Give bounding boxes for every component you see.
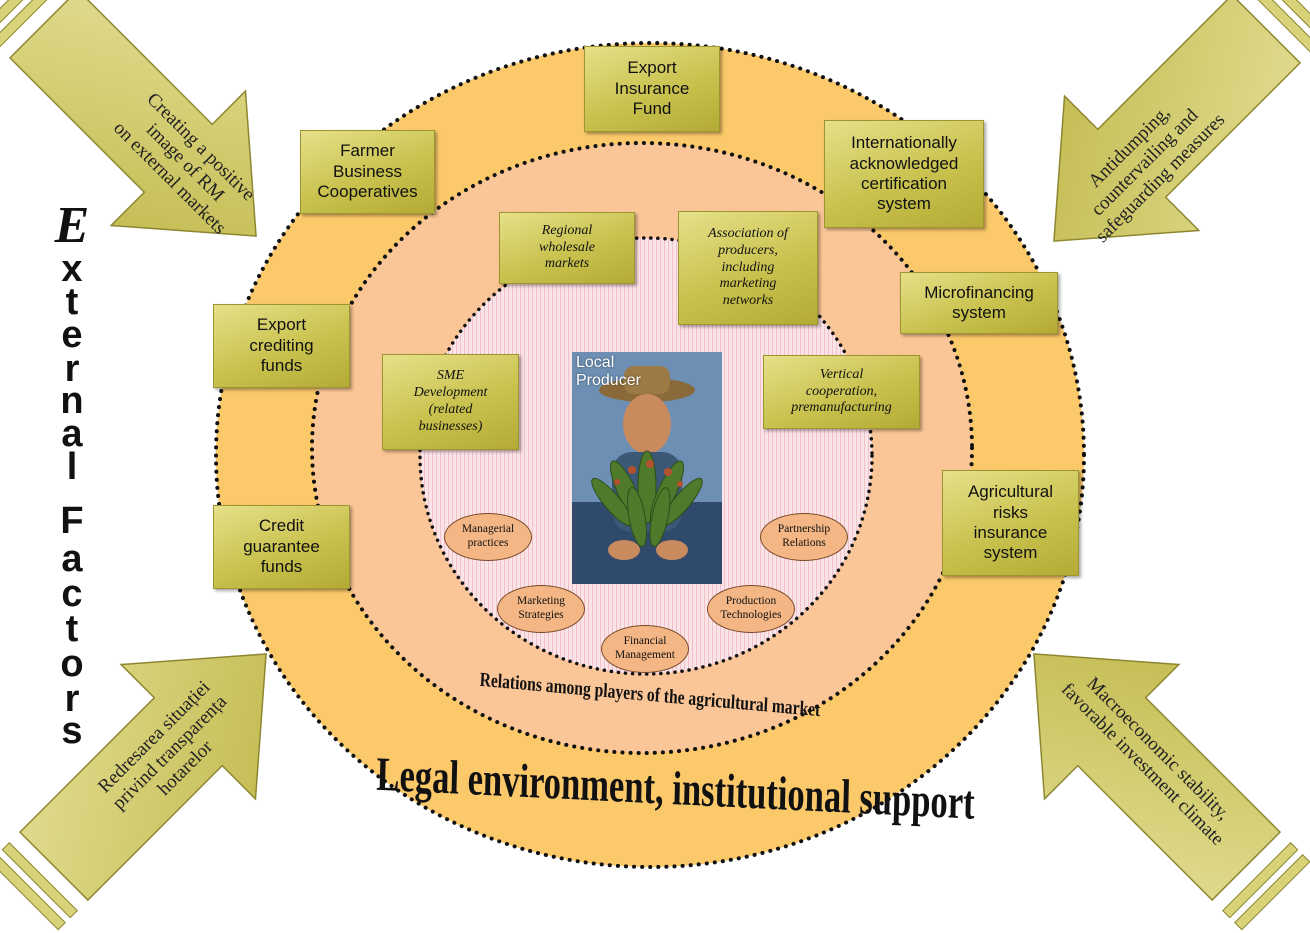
box-export-insurance-fund: Export Insurance Fund bbox=[584, 46, 720, 132]
title-letter: t bbox=[65, 608, 79, 650]
title-letter: r bbox=[64, 348, 80, 390]
box-association-of-producers: Association of producers, including mark… bbox=[678, 211, 818, 325]
box-farmer-business-cooperatives: Farmer Business Cooperatives bbox=[300, 130, 435, 214]
box-sme-development: SME Development (related businesses) bbox=[382, 354, 519, 450]
title-letter: n bbox=[60, 380, 84, 422]
arrow-bottom-left bbox=[0, 653, 267, 931]
oval-managerial-practices: Managerial practices bbox=[444, 513, 532, 561]
title-letter: e bbox=[61, 314, 83, 356]
arrow-top-right bbox=[1053, 0, 1310, 242]
arrow-bottom-right bbox=[1033, 653, 1310, 931]
title-letter: r bbox=[64, 678, 80, 720]
oval-financial-management: Financial Management bbox=[601, 625, 689, 673]
arrow-top-left bbox=[0, 0, 257, 237]
title-letter: t bbox=[65, 281, 79, 323]
box-credit-guarantee-funds: Credit guarantee funds bbox=[213, 505, 350, 589]
title-letter: x bbox=[61, 248, 83, 290]
local-producer-caption: Local Producer bbox=[576, 354, 641, 389]
title-letter: a bbox=[61, 538, 83, 580]
title-letter: F bbox=[60, 500, 84, 542]
oval-partnership-relations: Partnership Relations bbox=[760, 513, 848, 561]
local-producer-photo: Local Producer bbox=[572, 352, 722, 584]
title-letter: c bbox=[61, 573, 83, 615]
title-letter: a bbox=[61, 413, 83, 455]
box-regional-wholesale-markets: Regional wholesale markets bbox=[499, 212, 635, 284]
box-agricultural-risks-insurance: Agricultural risks insurance system bbox=[942, 470, 1079, 576]
box-microfinancing-system: Microfinancing system bbox=[900, 272, 1058, 334]
title-letter: s bbox=[61, 710, 83, 752]
oval-marketing-strategies: Marketing Strategies bbox=[497, 585, 585, 633]
title-letter: o bbox=[60, 643, 84, 685]
box-export-crediting-funds: Export crediting funds bbox=[213, 304, 350, 388]
box-certification-system: Internationally acknowledged certificati… bbox=[824, 120, 984, 228]
box-vertical-cooperation: Vertical cooperation, premanufacturing bbox=[763, 355, 920, 429]
farmer-illustration bbox=[572, 352, 722, 584]
oval-production-technologies: Production Technologies bbox=[707, 585, 795, 633]
title-letter: l bbox=[66, 446, 78, 488]
title-letter: E bbox=[54, 197, 90, 254]
